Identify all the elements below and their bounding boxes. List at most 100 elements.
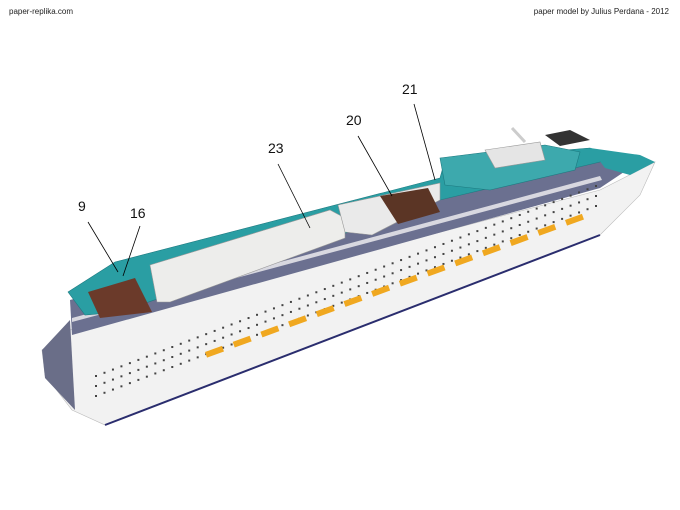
porthole bbox=[103, 371, 106, 374]
porthole bbox=[120, 365, 123, 368]
porthole bbox=[239, 320, 242, 323]
porthole bbox=[561, 207, 564, 210]
sunroof-23 bbox=[149, 209, 346, 303]
porthole bbox=[527, 210, 530, 213]
porthole bbox=[349, 288, 352, 291]
porthole bbox=[171, 366, 174, 369]
porthole bbox=[332, 284, 335, 287]
porthole bbox=[442, 252, 445, 255]
callout-21: 21 bbox=[402, 81, 418, 97]
lifeboat bbox=[260, 325, 280, 338]
porthole bbox=[323, 288, 326, 291]
porthole bbox=[289, 310, 292, 313]
porthole bbox=[128, 372, 131, 375]
porthole bbox=[433, 256, 436, 259]
porthole bbox=[501, 230, 504, 233]
mast bbox=[510, 126, 527, 144]
porthole bbox=[459, 256, 462, 259]
lifeboat bbox=[426, 264, 446, 277]
porthole bbox=[552, 201, 555, 204]
porthole bbox=[417, 272, 420, 275]
porthole bbox=[459, 246, 462, 249]
porthole bbox=[400, 269, 403, 272]
lifeboat bbox=[205, 345, 224, 358]
porthole bbox=[137, 358, 140, 361]
porthole bbox=[111, 388, 114, 391]
leader-16 bbox=[122, 225, 141, 277]
porthole bbox=[366, 281, 369, 284]
porthole bbox=[417, 262, 420, 265]
porthole bbox=[137, 378, 140, 381]
porthole bbox=[484, 236, 487, 239]
leader-23 bbox=[277, 163, 311, 229]
porthole bbox=[154, 352, 157, 355]
porthole bbox=[154, 372, 157, 375]
callout-23: 23 bbox=[268, 140, 284, 156]
porthole bbox=[357, 275, 360, 278]
porthole bbox=[179, 342, 182, 345]
porthole bbox=[298, 297, 301, 300]
leader-21 bbox=[413, 103, 436, 181]
porthole bbox=[247, 327, 250, 330]
porthole bbox=[569, 194, 572, 197]
porthole-rows bbox=[95, 185, 597, 397]
porthole bbox=[391, 272, 394, 275]
porthole bbox=[179, 352, 182, 355]
porthole bbox=[510, 217, 513, 220]
porthole bbox=[196, 336, 199, 339]
porthole bbox=[145, 365, 148, 368]
porthole bbox=[188, 359, 191, 362]
porthole bbox=[433, 246, 436, 249]
porthole bbox=[213, 339, 216, 342]
lifeboats bbox=[205, 213, 584, 358]
porthole bbox=[340, 291, 343, 294]
porthole bbox=[425, 269, 428, 272]
porthole bbox=[459, 236, 462, 239]
porthole bbox=[145, 355, 148, 358]
porthole bbox=[400, 279, 403, 282]
porthole bbox=[501, 240, 504, 243]
lifeboat bbox=[398, 274, 418, 287]
porthole bbox=[306, 304, 309, 307]
bow-deck bbox=[590, 148, 655, 175]
callout-20: 20 bbox=[346, 112, 362, 128]
callout-9: 9 bbox=[78, 198, 86, 214]
porthole bbox=[484, 246, 487, 249]
porthole bbox=[383, 275, 386, 278]
porthole bbox=[544, 204, 547, 207]
porthole bbox=[391, 262, 394, 265]
porthole bbox=[476, 250, 479, 253]
porthole bbox=[162, 349, 165, 352]
porthole bbox=[340, 281, 343, 284]
porthole bbox=[493, 243, 496, 246]
leader-20 bbox=[357, 135, 393, 197]
pool-mid bbox=[380, 188, 440, 224]
porthole bbox=[484, 226, 487, 229]
porthole bbox=[374, 268, 377, 271]
porthole bbox=[544, 214, 547, 217]
lifeboat bbox=[564, 213, 584, 226]
porthole bbox=[256, 313, 259, 316]
porthole bbox=[569, 214, 572, 217]
porthole bbox=[527, 230, 530, 233]
porthole bbox=[230, 333, 233, 336]
lifeboat bbox=[315, 305, 335, 318]
porthole bbox=[137, 368, 140, 371]
window-band-upper bbox=[70, 158, 645, 335]
porthole bbox=[205, 333, 208, 336]
porthole bbox=[510, 237, 513, 240]
porthole bbox=[400, 259, 403, 262]
porthole bbox=[256, 323, 259, 326]
porthole bbox=[518, 233, 521, 236]
porthole bbox=[222, 346, 225, 349]
lifeboat bbox=[537, 223, 557, 236]
porthole bbox=[493, 233, 496, 236]
porthole bbox=[103, 391, 106, 394]
porthole bbox=[450, 259, 453, 262]
porthole bbox=[162, 359, 165, 362]
porthole bbox=[391, 282, 394, 285]
porthole bbox=[306, 294, 309, 297]
pool-aft bbox=[88, 278, 152, 318]
